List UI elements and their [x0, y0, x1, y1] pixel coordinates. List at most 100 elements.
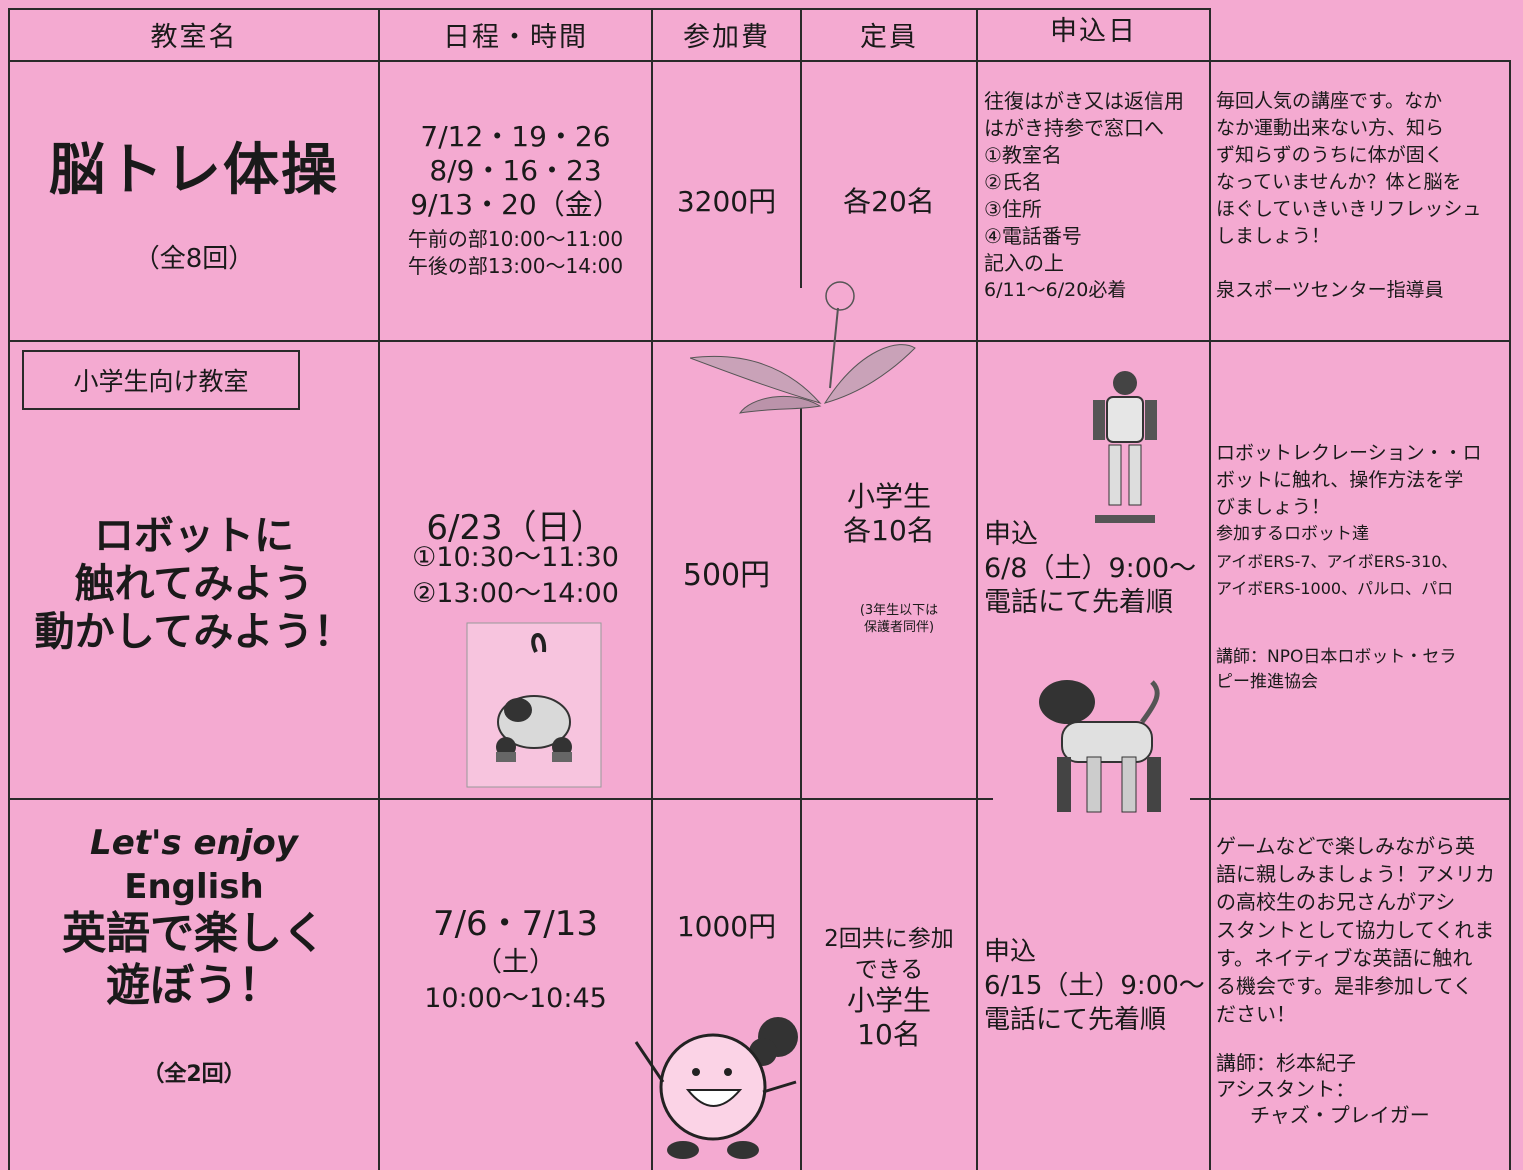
- time-line: 午後の部13:00～14:00: [407, 254, 624, 278]
- apply-line: ②氏名: [984, 170, 1042, 194]
- event-date: 7/6・7/13: [432, 904, 599, 944]
- instructor-line: 講師：杉本紀子: [1216, 1051, 1356, 1075]
- note-line: びましょう！: [1216, 496, 1331, 518]
- apply-line: 電話にて先着順: [984, 1005, 1167, 1035]
- instructor-line: 講師：NPO日本ロボット・セラ: [1216, 647, 1457, 667]
- note-line: の高校生のお兄さんがアシ: [1216, 890, 1456, 914]
- instructor-info: 講師：杉本紀子 アシスタント： チャズ・プレイガー: [1216, 1050, 1508, 1128]
- grid-line: [8, 60, 1511, 62]
- class-title-english: Let's enjoy English 英語で楽しく 遊ぼう！: [10, 820, 378, 1012]
- note-line: なか運動出来ない方、知ら: [1216, 117, 1445, 139]
- date-line: 9/13・20（金）: [410, 188, 621, 221]
- event-time: 10:00～10:45: [424, 983, 607, 1014]
- note-line: 語に親しみましょう！アメリカ: [1216, 862, 1495, 886]
- capacity-note: (3年生以下は 保護者同伴): [812, 602, 986, 636]
- note-line: る機会です。是非参加してく: [1216, 974, 1473, 998]
- title-line: 遊ぼう！: [106, 960, 282, 1011]
- header-schedule: 日程・時間: [443, 21, 588, 53]
- capacity-line: 小学生: [846, 984, 931, 1017]
- note-line: 参加するロボット達: [1216, 524, 1369, 544]
- apply-line: 申込: [984, 937, 1037, 967]
- event-times: ①10:30～11:30 ②13:00～14:00: [380, 540, 651, 612]
- time-line: 午前の部10:00～11:00: [407, 227, 624, 251]
- note-line: ゲームなどで楽しみながら英: [1216, 834, 1475, 858]
- header-apply: 申込日: [1050, 15, 1137, 47]
- capacity-value: 小学生 各10名: [802, 480, 976, 548]
- grid-line: [800, 400, 802, 1170]
- note-line: 泉スポーツセンター指導員: [1216, 279, 1444, 301]
- note-line: ボットに触れ、操作方法を学: [1216, 469, 1464, 491]
- grid-line: [800, 8, 802, 288]
- robot-dog-aibo-illustration: [1039, 680, 1161, 813]
- grid-line: [1190, 798, 1511, 800]
- apply-line: 6/11～6/20必着: [984, 279, 1127, 301]
- class-title-robot: ロボットに 触れてみよう 動かしてみよう！: [10, 512, 378, 656]
- note-line: なっていませんか？体と脳を: [1216, 171, 1462, 193]
- class-description: ロボットレクレーション・・ロ ボットに触れ、操作方法を学 びましょう！ 参加する…: [1216, 440, 1508, 602]
- note-line: ロボットレクレーション・・ロ: [1216, 442, 1482, 464]
- note-line: 毎回人気の講座です。なか: [1216, 90, 1443, 112]
- apply-line: 電話にて先着順: [984, 587, 1173, 618]
- instructor-info: 講師：NPO日本ロボット・セラ ピー推進協会: [1216, 645, 1508, 695]
- grid-line: [1509, 60, 1511, 1170]
- grid-line: [8, 798, 993, 800]
- title-line: Let's enjoy: [90, 823, 298, 863]
- capacity-line: 小学生: [846, 480, 931, 513]
- apply-line: はがき持参で窓口へ: [984, 116, 1164, 140]
- class-title-brain-training: 脳トレ体操: [49, 138, 339, 203]
- apply-line: 6/8（土）9:00～: [984, 553, 1197, 584]
- capacity-line: 10名: [857, 1018, 921, 1051]
- class-description: 毎回人気の講座です。なか なか運動出来ない方、知ら ず知らずのうちに体が固く な…: [1216, 88, 1508, 304]
- capacity-value: 2回共に参加 できる 小学生 10名: [802, 922, 976, 1052]
- title-line: ロボットに: [94, 513, 294, 559]
- note-line: スタントとして協力してくれま: [1216, 918, 1495, 942]
- note-line: 保護者同伴): [863, 620, 935, 635]
- apply-line: 記入の上: [984, 251, 1064, 275]
- event-day: （土）: [475, 947, 556, 978]
- note-line: アイボERS-1000、パルロ、パロ: [1216, 579, 1454, 598]
- grid-line: [976, 8, 978, 1170]
- header-capacity: 定員: [860, 21, 918, 53]
- class-description: ゲームなどで楽しみながら英 語に親しみましょう！アメリカ の高校生のお兄さんがア…: [1216, 832, 1508, 1028]
- schedule-times: 午前の部10:00～11:00 午後の部13:00～14:00: [380, 226, 651, 280]
- apply-info: 申込 6/15（土）9:00～ 電話にて先着順: [984, 935, 1209, 1037]
- time-line: ①10:30～11:30: [412, 542, 619, 573]
- apply-line: 往復はがき又は返信用: [984, 89, 1184, 113]
- grid-line: [651, 8, 653, 1170]
- title-line: English: [124, 867, 264, 907]
- fee-value: 500円: [682, 558, 771, 593]
- robot-dog-illustration: [466, 622, 602, 788]
- schedule-dates: 7/12・19・26 8/9・16・23 9/13・20（金）: [380, 120, 651, 222]
- title-line: 動かしてみよう！: [34, 609, 354, 655]
- note-line: (3年生以下は: [859, 603, 939, 618]
- title-line: 英語で楽しく: [62, 908, 326, 959]
- session-count: （全2回）: [142, 1062, 246, 1087]
- note-line: す。ネイティブな英語に触れ: [1216, 946, 1473, 970]
- apply-line: 申込: [984, 519, 1038, 550]
- capacity-value: 各20名: [843, 185, 935, 218]
- plant-illustration: [690, 281, 916, 414]
- grid-line: [8, 8, 1210, 10]
- instructor-line: ピー推進協会: [1216, 672, 1318, 692]
- event-date: 6/23（日）: [426, 508, 605, 548]
- note-line: ず知らずのうちに体が固く: [1216, 144, 1444, 166]
- apply-info: 申込 6/8（土）9:00～ 電話にて先着順: [984, 518, 1209, 620]
- grid-line: [8, 8, 10, 1170]
- spacer: [1216, 250, 1508, 277]
- grid-line: [8, 340, 1511, 342]
- instructor-line: チャズ・プレイガー: [1250, 1103, 1430, 1127]
- grid-line: [1209, 8, 1211, 1170]
- apply-instructions: 往復はがき又は返信用 はがき持参で窓口へ ①教室名 ②氏名 ③住所 ④電話番号 …: [984, 88, 1209, 304]
- humanoid-robot-illustration: [1093, 371, 1157, 523]
- time-line: ②13:00～14:00: [412, 578, 619, 609]
- fee-value: 1000円: [676, 910, 777, 943]
- note-line: ださい！: [1216, 1002, 1296, 1026]
- session-count: （全8回）: [133, 244, 255, 274]
- mascot-illustration: [634, 1017, 798, 1159]
- apply-line: ①教室名: [984, 143, 1062, 167]
- header-classroom: 教室名: [150, 21, 238, 53]
- capacity-line: 2回共に参加: [824, 926, 954, 952]
- grid-line: [378, 8, 380, 1170]
- fee-value: 3200円: [676, 185, 777, 218]
